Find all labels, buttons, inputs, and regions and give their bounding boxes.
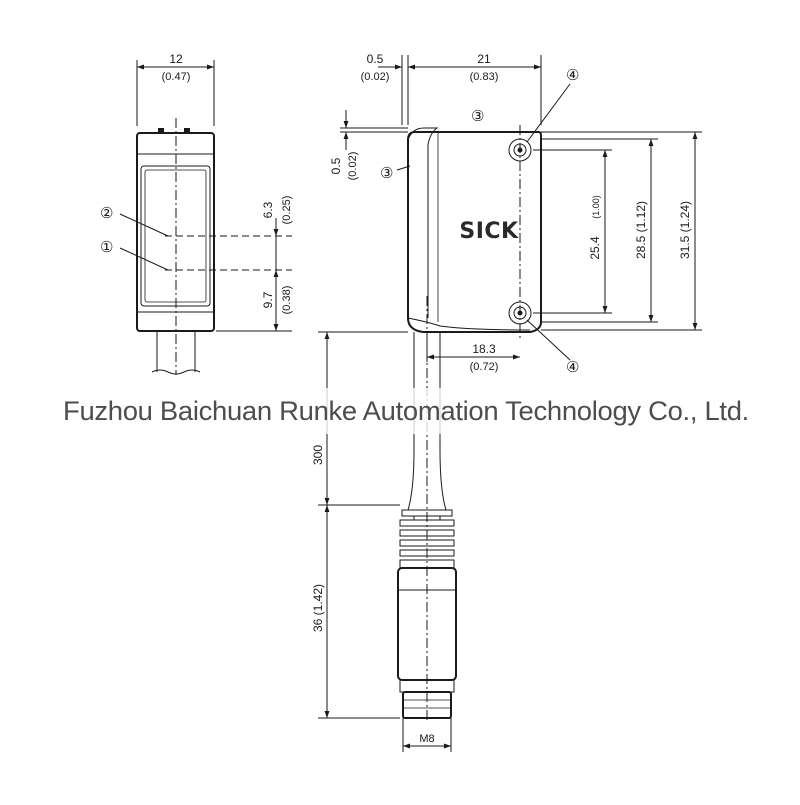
- side-view: SICK 0.5 (0.02) 21 (0.83) 0.5 (0.02) ③ ③…: [329, 52, 702, 720]
- cable-left-edge: [407, 332, 415, 511]
- front-offset-top-in: (0.25): [281, 196, 293, 225]
- front-view: ② ① 12 (0.47) 6.3 (0.25) 9.7 (0.38): [100, 52, 293, 375]
- side-bottom-curve: [407, 317, 531, 331]
- side-length-mm: 21: [477, 52, 491, 66]
- front-offset-bottom-in: (0.38): [281, 286, 293, 315]
- cable-right-edge: [439, 332, 447, 511]
- front-width-mm: 12: [169, 52, 183, 66]
- connector-length-label: 36 (1.42): [311, 584, 325, 632]
- callout-3-left-leader: [396, 165, 411, 171]
- callout-4-top-leader: [526, 83, 571, 143]
- callout-4-top: ④: [566, 67, 579, 84]
- cable-length-label: 300: [311, 445, 325, 465]
- side-gap-mm: 0.5: [367, 52, 384, 66]
- thread-label: M8: [419, 733, 434, 745]
- side-gap-in: (0.02): [361, 71, 390, 83]
- callout-2-leader: [119, 213, 169, 237]
- side-top-offset-mm: 0.5: [329, 157, 343, 174]
- callout-2: ②: [100, 205, 113, 222]
- connector-nut: [402, 691, 452, 719]
- side-housing: [407, 131, 542, 333]
- hole-offset-in: (0.72): [470, 361, 499, 373]
- height-total-label: 31.5 (1.24): [678, 201, 692, 259]
- front-width-in: (0.47): [162, 71, 191, 83]
- callout-1-leader: [119, 247, 169, 271]
- callout-4-bottom-leader: [526, 319, 571, 361]
- front-offset-top-mm: 6.3: [261, 201, 275, 218]
- cable-assembly: 300 36 (1.42) M8: [311, 331, 457, 752]
- strain-relief: [399, 509, 455, 569]
- front-top-notch-right: [184, 128, 190, 133]
- front-offset-bottom-mm: 9.7: [261, 291, 275, 308]
- hole-offset-mm: 18.3: [472, 342, 496, 356]
- callout-3-left: ③: [380, 165, 393, 182]
- callout-3-top: ③: [471, 108, 484, 125]
- height-mid-label: 28.5 (1.12): [634, 201, 648, 259]
- brand-logo: SICK: [459, 219, 519, 244]
- hole-spacing-mm: 25.4: [588, 236, 602, 260]
- hole-spacing-in: (1.00): [591, 195, 601, 219]
- side-front-face: [407, 127, 439, 318]
- callout-1: ①: [100, 239, 113, 256]
- watermark-backdrop: [60, 388, 750, 434]
- callout-4-bottom: ④: [566, 359, 579, 376]
- watermark-text: Fuzhou Baichuan Runke Automation Technol…: [63, 396, 749, 426]
- front-top-notch-left: [158, 128, 164, 133]
- side-top-offset-in: (0.02): [347, 152, 359, 181]
- side-length-in: (0.83): [470, 71, 499, 83]
